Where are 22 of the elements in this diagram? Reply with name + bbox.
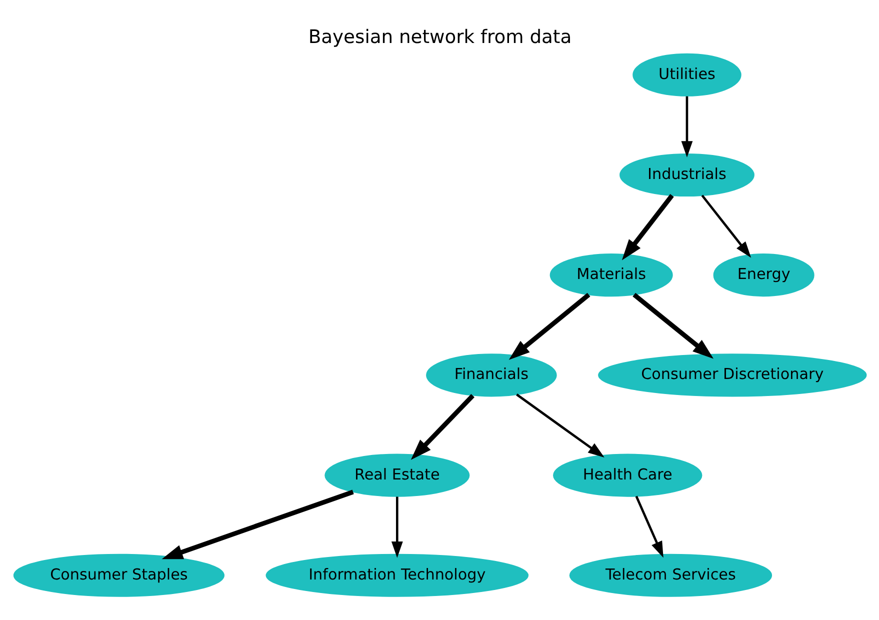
- arrow: [632, 292, 714, 359]
- arrow: [161, 490, 354, 560]
- node-ellipse: Utilities: [632, 53, 741, 96]
- arrow: [390, 496, 402, 558]
- arrow: [508, 292, 590, 360]
- arrow: [680, 96, 692, 158]
- node-ellipse: Health Care: [552, 454, 702, 497]
- arrow: [516, 394, 604, 458]
- node-ellipse: Real Estate: [324, 454, 470, 497]
- arrow: [634, 496, 663, 558]
- arrow: [410, 394, 474, 460]
- node-ellipse: Telecom Services: [568, 554, 772, 597]
- arrow: [621, 194, 674, 260]
- arrow: [700, 194, 751, 258]
- node-ellipse: Consumer Staples: [12, 554, 224, 597]
- node-ellipse: Financials: [426, 354, 556, 397]
- node-ellipse: Energy: [712, 254, 814, 297]
- diagram-title: Bayesian network from data: [308, 27, 572, 48]
- node-ellipse: Information Technology: [265, 554, 528, 597]
- node-ellipse: Materials: [549, 254, 672, 297]
- node-ellipse: Consumer Discretionary: [598, 354, 866, 397]
- node-ellipse: Industrials: [619, 153, 754, 197]
